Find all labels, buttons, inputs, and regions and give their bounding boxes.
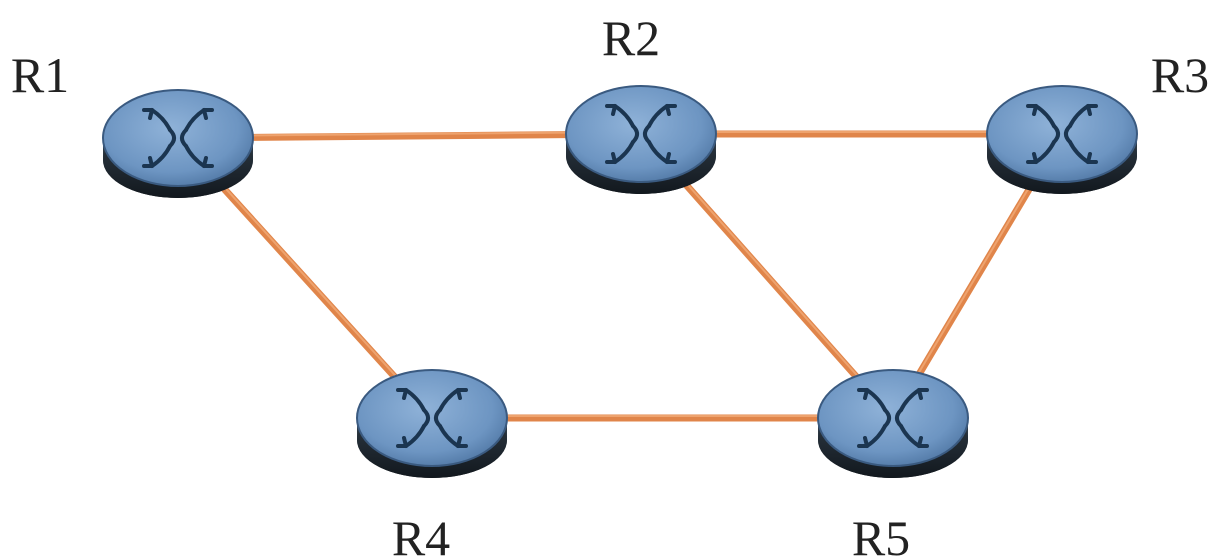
router-label-r5: R5 [852,510,910,558]
router-icon [564,84,718,196]
link-r1-r2 [174,130,645,142]
router-label-r2: R2 [602,10,660,66]
router-label-r1: R1 [11,47,69,103]
router-icon [101,88,255,200]
router-r4: R4 [355,368,509,558]
router-r2: R2 [564,10,718,196]
router-r3: R3 [985,47,1209,196]
router-icon [985,84,1139,196]
router-r5: R5 [816,368,970,558]
router-r1: R1 [11,47,255,200]
router-label-r4: R4 [392,510,450,558]
link-highlight [177,131,642,137]
router-icon [355,368,509,480]
router-icon [816,368,970,480]
router-label-r3: R3 [1151,47,1209,103]
